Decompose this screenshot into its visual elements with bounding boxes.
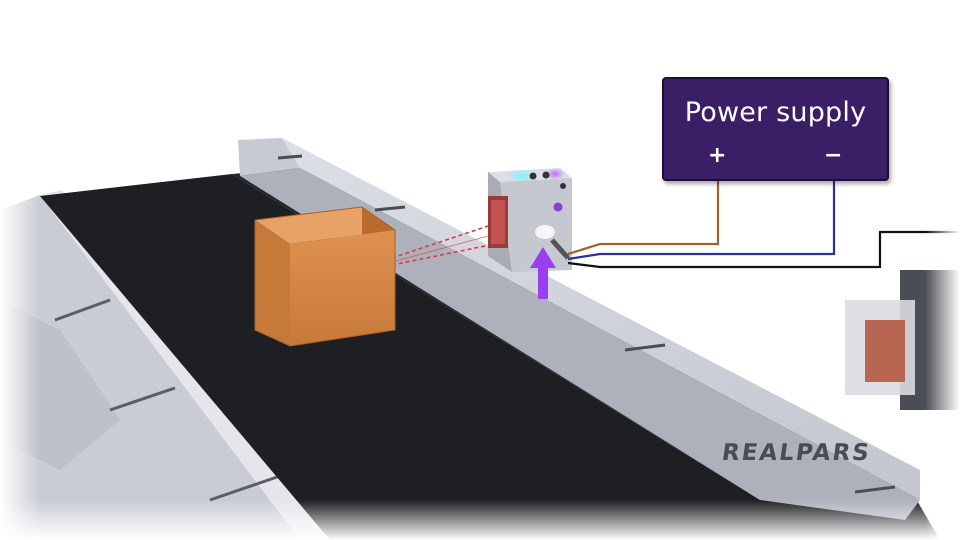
photoelectric-sensor [488,168,572,272]
rail-slot [374,205,406,212]
rail-slot [624,343,666,352]
orange-box-object [254,206,396,347]
sensor-wires [567,180,960,269]
rail-slot [109,386,176,412]
wire-negative [567,180,836,261]
wire-positive [567,180,720,256]
laser-beams [391,225,491,266]
sensor-status-led [553,202,563,212]
sensor-cable-gland [535,225,555,239]
sensor-knob [529,172,537,180]
purple-up-arrow [530,247,556,299]
positive-terminal-label: + [708,143,727,168]
power-supply-label: Power supply [684,97,867,128]
conveyor-right-rail [238,138,920,520]
sensor-indicator-glow [508,169,536,183]
rail-slot [277,154,303,160]
sensor-knob [542,171,550,179]
rail-slot [209,474,281,502]
realpars-logo: REALPARS [720,440,873,466]
negative-terminal-label: − [824,143,843,168]
rail-slot [54,298,111,322]
power-supply-box: Power supply + − [662,77,889,181]
rail-slot [854,485,896,494]
wire-signal [567,230,960,269]
